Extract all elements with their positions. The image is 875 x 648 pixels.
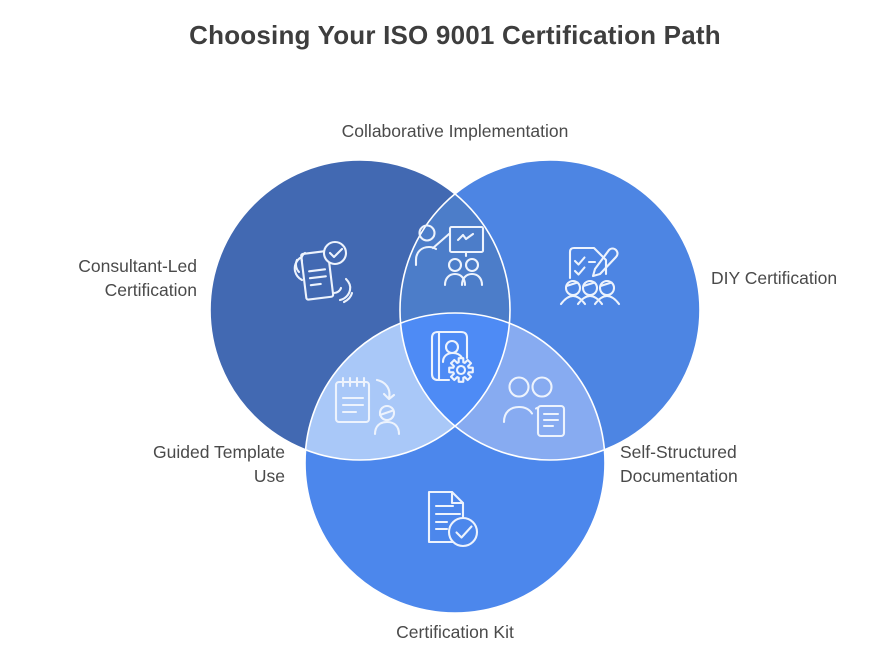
label-collaborative-implementation: Collaborative Implementation: [341, 121, 569, 141]
notepad-arrow-person-icon: [334, 376, 401, 436]
venn-region-self-structured: [400, 313, 605, 460]
venn-outline-diy: [399, 159, 701, 461]
label-guided-template-use: Guided Template Use: [153, 442, 285, 486]
label-consultant-led-certification: Consultant-Led Certification: [78, 256, 197, 300]
venn-outlines: [209, 159, 701, 614]
venn-region-guided-template: [305, 313, 510, 460]
venn-outline-consultant-led: [209, 159, 511, 461]
profile-book-gear-icon: [430, 330, 474, 383]
page-title: Choosing Your ISO 9001 Certification Pat…: [189, 20, 721, 50]
presenter-whiteboard-audience-icon: [414, 224, 485, 287]
document-in-hands-check-icon: [293, 240, 354, 304]
people-document-icon: [502, 376, 566, 438]
venn-outline-certification-kit: [304, 312, 606, 614]
label-certification-kit: Certification Kit: [396, 622, 514, 642]
label-self-structured-documentation: Self-Structured Documentation: [620, 442, 738, 486]
label-diy-certification: DIY Certification: [711, 268, 838, 288]
document-check-icon: [427, 490, 479, 548]
checklist-pencil-team-icon: [559, 246, 621, 306]
